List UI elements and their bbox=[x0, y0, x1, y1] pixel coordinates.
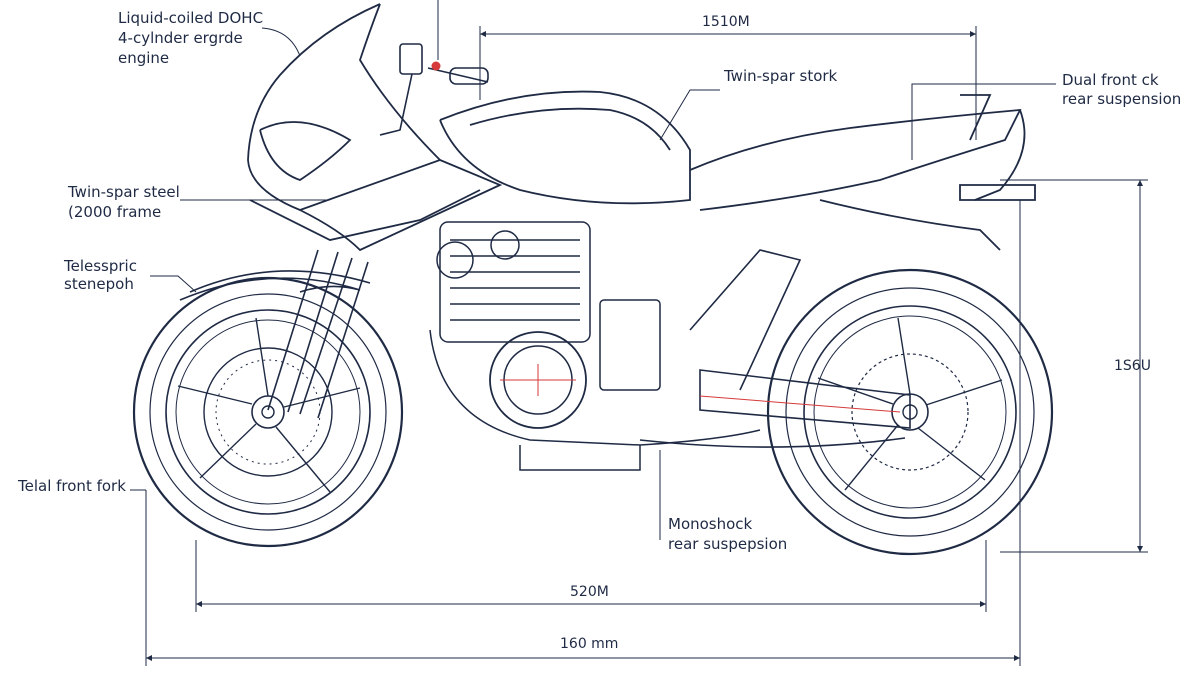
centerline-marks bbox=[500, 364, 901, 413]
callout-dual-line1: Dual front ck bbox=[1062, 71, 1159, 89]
callout-tele-line1: Telesspric bbox=[64, 257, 137, 275]
front-fairing bbox=[247, 3, 503, 252]
callout-engine-line2: 4-cylnder ergrde bbox=[118, 29, 243, 47]
callout-fork: Telal front fork bbox=[18, 477, 126, 495]
engine-block bbox=[429, 221, 761, 471]
callout-frame-line1: Twin-spar steel bbox=[68, 183, 180, 201]
callout-engine-line3: engine bbox=[118, 49, 170, 67]
callout-stork: Twin-spar stork bbox=[724, 67, 838, 85]
dimension-overall: 160 mm bbox=[560, 636, 619, 652]
front-fork bbox=[179, 249, 371, 419]
front-wheel bbox=[132, 276, 404, 548]
dimension-height: 1S6U bbox=[1114, 358, 1151, 374]
handlebar bbox=[379, 43, 489, 136]
callout-tele-line2: stenepoh bbox=[64, 275, 134, 293]
callout-mono-line2: rear suspepsion bbox=[668, 535, 788, 553]
callout-engine-line1: Liquid-coiled DOHC bbox=[118, 9, 264, 27]
dimension-wheelbase: 520M bbox=[570, 584, 609, 600]
swingarm bbox=[639, 249, 911, 448]
fuel-tank bbox=[439, 90, 691, 205]
dimension-top: 1510M bbox=[702, 14, 750, 30]
dimension-lines bbox=[145, 26, 1148, 666]
seat-and-tail bbox=[689, 94, 1036, 251]
brake-reservoir-marker bbox=[431, 61, 441, 71]
leader-lines bbox=[130, 0, 1056, 540]
callout-frame-line2: (2000 frame bbox=[68, 203, 162, 221]
callout-dual-line2: rear suspension bbox=[1062, 90, 1182, 108]
rear-wheel bbox=[766, 268, 1054, 556]
callout-mono-line1: Monoshock bbox=[668, 515, 753, 533]
